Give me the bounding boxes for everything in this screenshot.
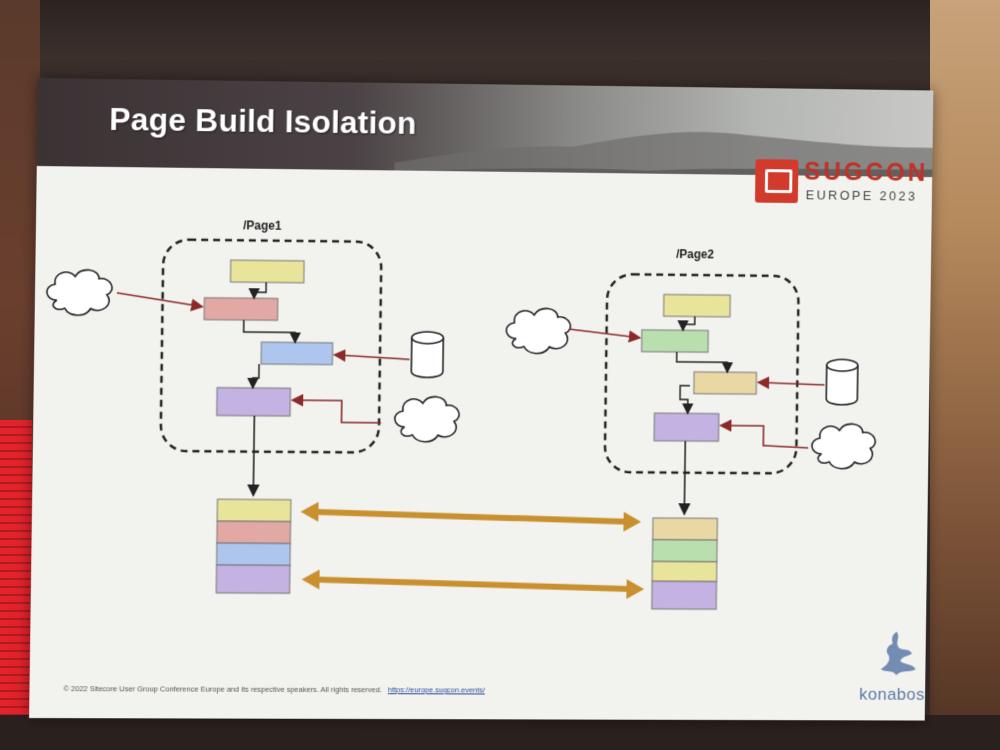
page2-output-tan (653, 518, 718, 540)
room-wall-right (930, 0, 1000, 750)
konabos-logo-icon (880, 631, 917, 676)
room-floor (0, 715, 1000, 750)
page2-component-yellow (664, 294, 731, 316)
comparison-arrow-top (300, 502, 641, 532)
page1-cloud-left-icon (46, 269, 113, 317)
page1-component-red (204, 298, 278, 321)
page1-output-yellow (217, 499, 291, 521)
footer-copyright: © 2022 Sitecore User Group Conference Eu… (63, 684, 485, 694)
page1-cloud-right-icon (395, 396, 460, 442)
page1-component-yellow (230, 260, 304, 283)
red-stage-light (0, 420, 32, 750)
page1-output-purple (216, 565, 290, 593)
page2-output-purple (652, 581, 717, 609)
page2-database-icon (826, 359, 858, 405)
page1-output-blue (217, 543, 291, 565)
page2-output-green (652, 540, 717, 562)
comparison-arrow-bottom (301, 569, 644, 599)
page2-cloud-left-icon (506, 308, 571, 354)
page2-component-tan (694, 372, 757, 394)
page1-output-red (217, 521, 291, 543)
page2-component-green (642, 330, 709, 352)
projection-screen: Page Build Isolation SUGCON EUROPE 2023 … (29, 78, 933, 721)
page2-cloud-right-icon (812, 424, 876, 469)
page2-component-purple (654, 413, 719, 441)
page2-output-yellow (652, 561, 717, 581)
page1-database-icon (411, 332, 443, 378)
architecture-diagram (29, 78, 933, 721)
footer-link[interactable]: https://europe.sugcon.events/ (387, 685, 486, 695)
footer-text: © 2022 Sitecore User Group Conference Eu… (63, 684, 382, 695)
page1-component-purple (217, 388, 291, 417)
konabos-brand-text: konabos (858, 684, 925, 704)
room-ceiling (0, 0, 1000, 60)
page1-component-blue (261, 342, 333, 365)
